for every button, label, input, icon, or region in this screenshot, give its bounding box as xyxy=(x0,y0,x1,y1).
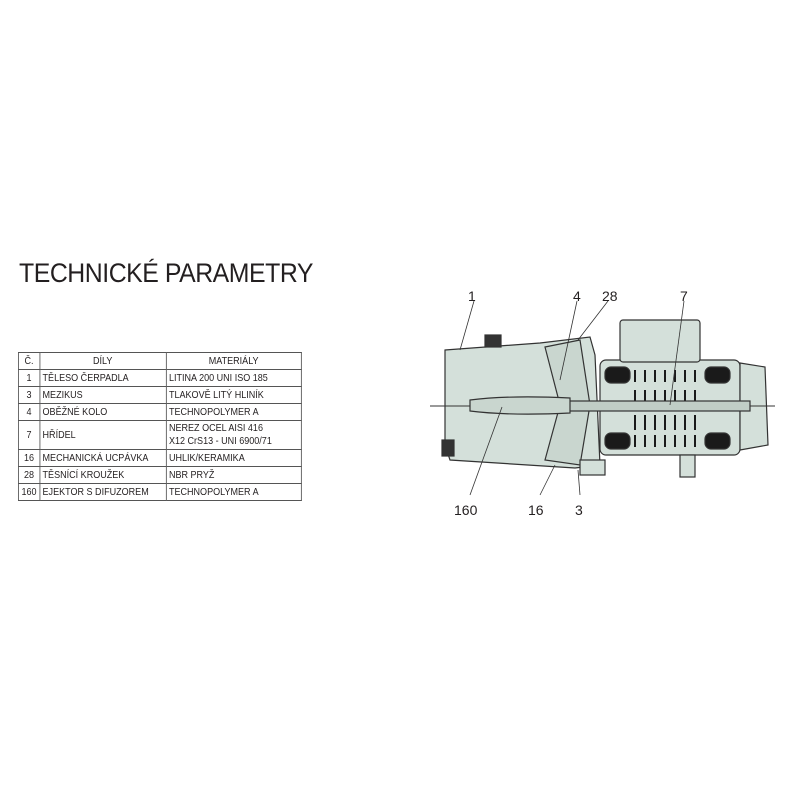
callout-3: 3 xyxy=(575,502,583,518)
row-material: TECHNOPOLYMER A xyxy=(165,403,302,421)
row-number: 160 xyxy=(18,483,40,501)
row-material: UHLIK/KERAMIKA xyxy=(165,449,302,467)
row-part: TĚSNÍCÍ KROUŽEK xyxy=(39,466,167,484)
row-material: TECHNOPOLYMER A xyxy=(165,483,302,501)
callout-leaders xyxy=(459,300,685,496)
row-part: MEZIKUS xyxy=(39,386,167,404)
callout-4: 4 xyxy=(573,288,581,304)
header-materials: MATERIÁLY xyxy=(165,352,302,370)
page-title: TECHNICKÉ PARAMETRY xyxy=(19,258,313,288)
header-parts: DÍLY xyxy=(39,352,167,370)
row-material: NBR PRYŽ xyxy=(165,466,302,484)
row-part: MECHANICKÁ UCPÁVKA xyxy=(39,449,167,467)
callout-16: 16 xyxy=(528,502,544,518)
callout-1: 1 xyxy=(468,288,476,304)
row-number: 28 xyxy=(18,466,40,484)
row-number: 1 xyxy=(18,369,40,387)
material-line-2: X12 CrS13 - UNI 6900/71 xyxy=(168,435,272,447)
row-number: 7 xyxy=(18,420,40,450)
row-part: TĚLESO ČERPADLA xyxy=(39,369,167,387)
row-number: 16 xyxy=(18,449,40,467)
row-part: HŘÍDEL xyxy=(39,420,167,450)
table-header-row: Č. DÍLY MATERIÁLY xyxy=(18,352,302,370)
callout-28: 28 xyxy=(602,288,618,304)
header-number: Č. xyxy=(18,352,40,370)
row-material: LITINA 200 UNI ISO 185 xyxy=(165,369,302,387)
callout-160: 160 xyxy=(454,502,478,518)
pump-cross-section-diagram: 1 4 28 7 160 16 3 xyxy=(430,288,775,518)
row-part: EJEKTOR S DIFUZOREM xyxy=(39,483,167,501)
row-material: TLAKOVĚ LITÝ HLINÍK xyxy=(165,386,302,404)
callout-7: 7 xyxy=(680,288,688,304)
material-line-1: NEREZ OCEL AISI 416 xyxy=(168,422,263,434)
row-number: 3 xyxy=(18,386,40,404)
row-part: OBĚŽNÉ KOLO xyxy=(39,403,167,421)
row-number: 4 xyxy=(18,403,40,421)
pump-body xyxy=(430,319,775,478)
